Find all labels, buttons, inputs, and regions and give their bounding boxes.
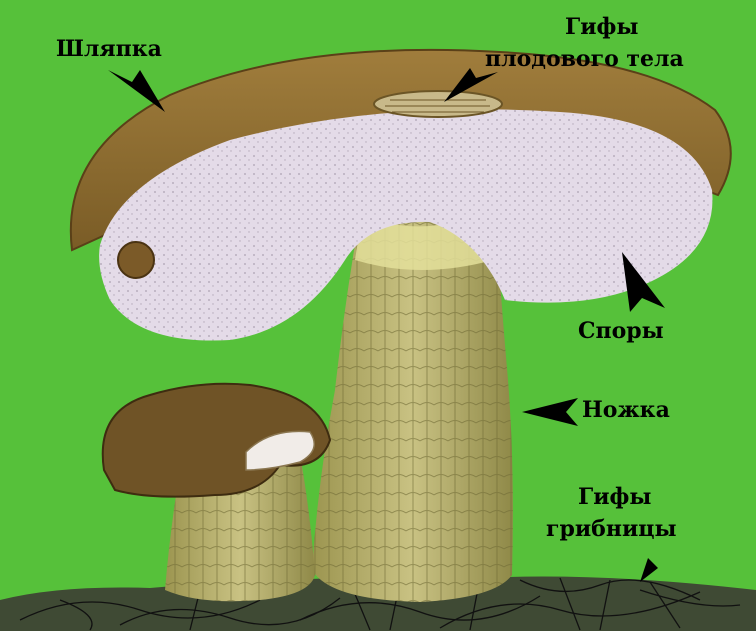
label-mycelium-hyphae-line1: Гифы [578,484,651,510]
label-cap: Шляпка [56,36,162,62]
cap-rim-curl [118,242,154,278]
label-stem: Ножка [582,397,670,423]
label-fruitbody-hyphae-line1: Гифы [565,14,638,40]
label-mycelium-hyphae-line2: грибницы [546,516,677,542]
label-fruitbody-hyphae-line2: плодового тела [485,46,684,72]
label-spores: Споры [578,318,664,344]
fruitbody-hyphae-patch [374,91,502,117]
